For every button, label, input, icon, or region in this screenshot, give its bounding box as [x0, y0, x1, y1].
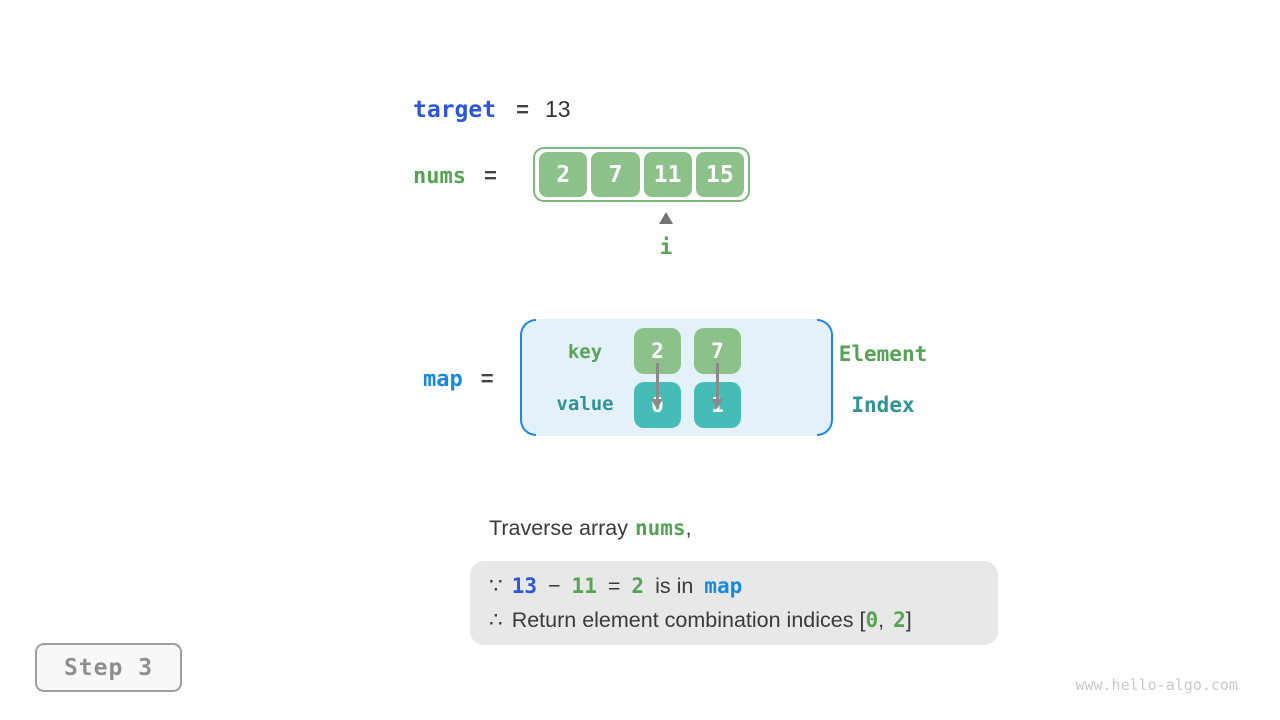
target-value: 13 — [544, 96, 571, 122]
nums-assignment: nums = — [413, 163, 497, 189]
key-to-value-arrow-icon — [651, 363, 663, 411]
difference-number: 2 — [631, 573, 645, 598]
nums-array-container: 2 7 11 15 — [533, 147, 750, 202]
target-assignment: target = 13 — [413, 96, 571, 123]
watermark-url: www.hello-algo.com — [1075, 676, 1238, 694]
map-assignment: map = — [423, 366, 494, 392]
array-cell: 2 — [539, 152, 588, 197]
equals-sign: = — [607, 573, 621, 598]
element-annotation: Element — [838, 342, 928, 366]
array-cell: 11 — [643, 152, 692, 197]
conclusion-box: ∵ 13−11 = 2 is in map ∴ Return element combina… — [470, 561, 998, 645]
therefore-symbol: ∴ — [489, 607, 503, 632]
pointer-up-arrow-icon — [659, 212, 673, 224]
comma: , — [878, 607, 885, 632]
equals-sign: = — [516, 97, 529, 122]
bracket-open: [ — [859, 607, 866, 632]
step-label: Step 3 — [63, 654, 154, 681]
conclusion-line-1: ∵ 13−11 = 2 is in map — [489, 574, 998, 599]
conclusion-line-2: ∴ Return element combination indices [0, 2… — [489, 608, 998, 633]
right-bracket-icon — [817, 319, 833, 436]
key-to-value-arrow-icon — [711, 363, 723, 411]
is-in-text: is in — [655, 573, 694, 598]
target-number: 13 — [511, 573, 537, 598]
key-row-label: key — [567, 341, 603, 363]
array-cell: 15 — [695, 152, 744, 197]
map-variable: map — [423, 367, 463, 392]
result-index-2: 2 — [893, 607, 906, 632]
caption-comma: , — [685, 516, 692, 540]
step-badge: Step 3 — [35, 643, 182, 692]
minus-sign: − — [547, 573, 561, 598]
pointer-i-label: i — [659, 235, 673, 259]
target-variable: target — [413, 97, 497, 123]
left-bracket-icon — [520, 319, 536, 436]
map-inline-code: map — [704, 573, 743, 598]
equals-sign: = — [480, 366, 494, 391]
current-number: 11 — [571, 573, 597, 598]
nums-inline-code: nums — [634, 516, 686, 540]
index-annotation: Index — [851, 393, 915, 417]
equals-sign: = — [483, 163, 497, 188]
return-text: Return element combination indices — [511, 607, 854, 632]
bracket-close: ] — [905, 607, 912, 632]
value-row-label: value — [556, 393, 614, 415]
result-index-0: 0 — [865, 607, 879, 632]
nums-variable: nums — [413, 164, 466, 189]
map-container: key value 2 7 0 1 — [520, 319, 833, 436]
array-cell: 7 — [591, 152, 640, 197]
because-symbol: ∵ — [489, 573, 503, 598]
caption-text: Traverse array — [489, 516, 628, 540]
